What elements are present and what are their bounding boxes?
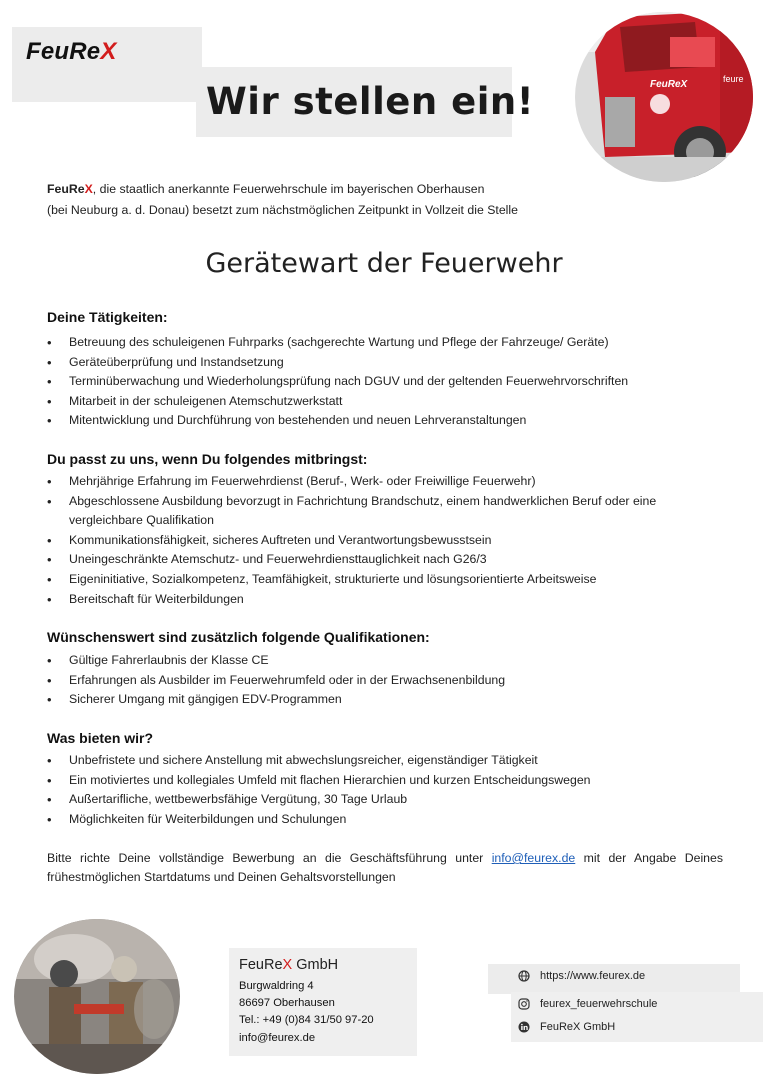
job-title: Gerätewart der Feuerwehr [205,248,563,279]
instagram-handle: feurex_feuerwehrschule [540,998,658,1010]
list-item: Gültige Fahrerlaubnis der Klasse CE [47,651,727,671]
contact-city: 86697 Oberhausen [239,997,335,1009]
list-item: Bereitschaft für Weiterbildungen [47,590,727,610]
social-background [511,992,763,1042]
list-taetigkeiten: Betreuung des schuleigenen Fuhrparks (sa… [47,333,727,431]
list-item: Kommunikationsfähigkeit, sicheres Auftre… [47,531,727,551]
svg-text:FeuReX: FeuReX [650,79,689,90]
contact-email: info@feurex.de [239,1032,316,1044]
list-item: Ein motiviertes und kollegiales Umfeld m… [47,771,727,791]
list-item: Mehrjährige Erfahrung im Feuerwehrdienst… [47,472,727,492]
section-heading-anforderungen: Du passt zu uns, wenn Du folgendes mitbr… [47,451,368,467]
firefighters-photo [14,919,180,1074]
feurex-inline-brand: FeuReX [47,182,93,196]
list-item: Eigeninitiative, Sozialkompetenz, Teamfä… [47,570,727,590]
list-item: Möglichkeiten für Weiterbildungen und Sc… [47,810,727,830]
linkedin-icon [518,1021,530,1033]
list-qualifikationen: Gültige Fahrerlaubnis der Klasse CE Erfa… [47,651,727,710]
list-angebot: Unbefristete und sichere Anstellung mit … [47,751,727,829]
linkedin-row[interactable]: FeuReX GmbH [518,1021,615,1033]
list-item: Außertarifliche, wettbewerbsfähige Vergü… [47,790,727,810]
website-row[interactable]: https://www.feurex.de [518,970,645,982]
intro-line-1: FeuReX, die staatlich anerkannte Feuerwe… [47,182,485,196]
contact-street: Burgwaldring 4 [239,980,314,992]
globe-icon [518,970,530,982]
application-instructions: Bitte richte Deine vollständige Bewerbun… [47,851,724,884]
section-heading-qualifikationen: Wünschenswert sind zusätzlich folgende Q… [47,629,430,645]
contact-phone: Tel.: +49 (0)84 31/50 97-20 [239,1014,374,1026]
list-item: Betreuung des schuleigenen Fuhrparks (sa… [47,333,727,353]
svg-text:feure: feure [723,74,744,84]
company-name: FeuReX GmbH [239,957,339,973]
list-item: Uneingeschränkte Atemschutz- und Feuerwe… [47,550,727,570]
linkedin-name: FeuReX GmbH [540,1021,616,1033]
list-item: Mitarbeit in der schuleigenen Atemschutz… [47,392,727,412]
website-url: https://www.feurex.de [540,970,646,982]
list-item: Abgeschlossene Ausbildung bevorzugt in F… [47,492,727,531]
list-item: Mitentwicklung und Durchführung von best… [47,411,727,431]
headline: Wir stellen ein! [206,80,535,123]
logo-background [12,27,202,102]
list-item: Unbefristete und sichere Anstellung mit … [47,751,727,771]
list-anforderungen: Mehrjährige Erfahrung im Feuerwehrdienst… [47,472,727,609]
section-heading-angebot: Was bieten wir? [47,730,154,746]
instagram-icon [518,998,530,1010]
instagram-row[interactable]: feurex_feuerwehrschule [518,998,657,1010]
website-background [488,964,740,994]
list-item: Erfahrungen als Ausbilder im Feuerwehrum… [47,671,727,691]
intro-text: FeuReX, die staatlich anerkannte Feuerwe… [47,179,727,221]
contact-card [229,948,417,1056]
feurex-logo: FeuReX [26,38,117,65]
list-item: Terminüberwachung und Wiederholungsprüfu… [47,372,727,392]
intro-line-2: (bei Neuburg a. d. Donau) besetzt zum nä… [47,203,518,217]
list-item: Geräteüberprüfung und Instandsetzung [47,353,727,373]
fire-truck-photo: feure FeuReX [575,12,753,182]
headline-background [196,67,512,137]
email-link[interactable]: info@feurex.de [491,851,576,865]
section-heading-taetigkeiten: Deine Tätigkeiten: [47,309,168,325]
list-item: Sicherer Umgang mit gängigen EDV-Program… [47,690,727,710]
